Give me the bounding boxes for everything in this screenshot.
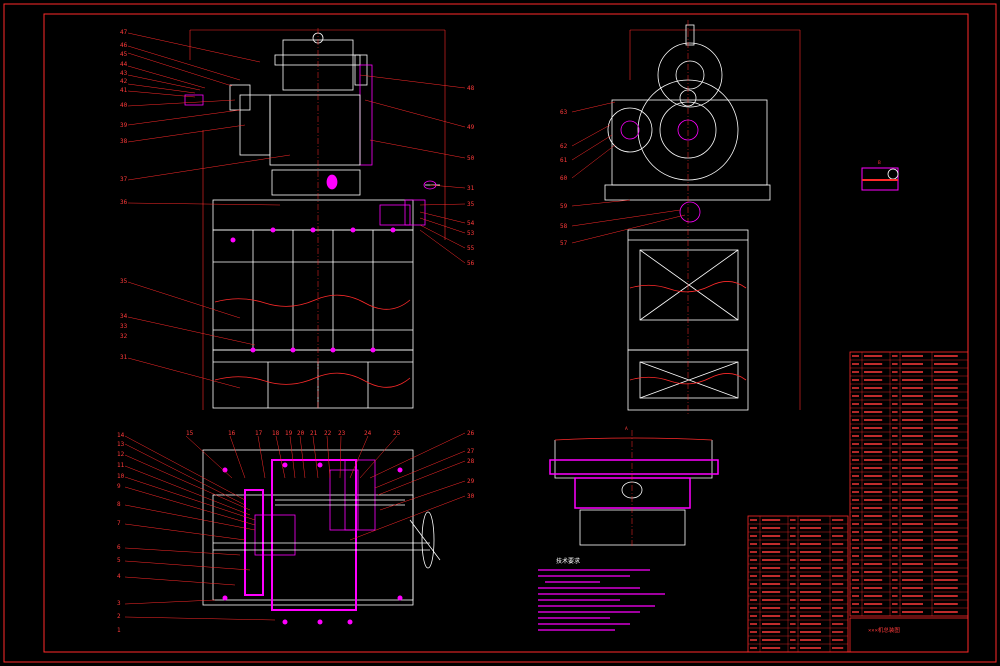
callout: 32: [120, 333, 128, 340]
callout: 2: [117, 613, 121, 620]
callout: 18: [272, 430, 280, 437]
callout: 24: [364, 430, 372, 437]
tech-requirements: 技术要求: [538, 557, 665, 631]
callout: 7: [117, 520, 121, 527]
plan-view: [202, 449, 441, 611]
plan-callouts-right: 26 27 28 29 30: [467, 430, 475, 500]
callout: 17: [255, 430, 263, 437]
front-bolts: [230, 227, 396, 353]
callout: 50: [467, 155, 475, 162]
callout: 44: [120, 61, 128, 68]
detail-label: A: [625, 426, 628, 432]
callout: 22: [324, 430, 332, 437]
detail-label: B: [878, 160, 881, 166]
detail-b: B: [861, 160, 899, 191]
callout: 36: [120, 199, 128, 206]
callout: 29: [467, 478, 475, 485]
front-callouts-right: 48 49 50 31 35 54 53 55 56: [467, 85, 475, 267]
callout: 40: [120, 102, 128, 109]
plan-callouts-top: 15 16 17 18 19 20 21 22 23 24 25: [186, 430, 401, 437]
callout: 5: [117, 557, 121, 564]
plan-bolts: [222, 462, 403, 625]
callout: 31: [120, 354, 128, 361]
callout: 38: [120, 138, 128, 145]
callout: 14: [117, 432, 125, 439]
callout: 49: [467, 124, 475, 131]
callout: 9: [117, 483, 121, 490]
callout: 19: [285, 430, 293, 437]
callout: 30: [467, 493, 475, 500]
callout: 61: [560, 157, 568, 164]
callout: 57: [560, 240, 568, 247]
detail-a: A: [549, 426, 719, 548]
callout: 16: [228, 430, 236, 437]
side-leaders: [571, 101, 686, 244]
callout: 42: [120, 78, 128, 85]
tech-req-lines: [538, 569, 665, 631]
plan-leaders: [124, 432, 466, 621]
front-callouts-left: 47 46 45 44 43 42 41 40 39 38 37 36 35 3…: [120, 29, 128, 361]
callout: 23: [338, 430, 346, 437]
callout: 26: [467, 430, 475, 437]
callout: 63: [560, 109, 568, 116]
inner-frame: [43, 13, 969, 653]
front-view: [184, 28, 446, 410]
callout: 46: [120, 42, 128, 49]
callout: 59: [560, 203, 568, 210]
front-leaders-left: [127, 32, 291, 389]
title-block: ×××机总装图: [849, 617, 969, 653]
side-callouts: 63 62 61 60 59 58 57: [560, 109, 568, 247]
callout: 60: [560, 175, 568, 182]
callout: 31: [467, 185, 475, 192]
callout: 41: [120, 87, 128, 94]
callout: 10: [117, 473, 125, 480]
callout: 6: [117, 544, 121, 551]
callout: 12: [117, 451, 125, 458]
callout: 48: [467, 85, 475, 92]
callout: 45: [120, 51, 128, 58]
tech-req-title: 技术要求: [556, 557, 580, 565]
callout: 43: [120, 70, 128, 77]
bom-table-lower: [747, 515, 849, 653]
side-view: [604, 20, 801, 415]
callout: 35: [120, 278, 128, 285]
drawing-title: ×××机总装图: [868, 626, 900, 634]
callout: 4: [117, 573, 121, 580]
callout: 62: [560, 143, 568, 150]
callout: 58: [560, 223, 568, 230]
callout: 20: [297, 430, 305, 437]
callout: 47: [120, 29, 128, 36]
callout: 34: [120, 313, 128, 320]
callout: 21: [310, 430, 318, 437]
callout: 53: [467, 230, 475, 237]
callout: 13: [117, 441, 125, 448]
bom-frame: [849, 351, 969, 617]
callout: 39: [120, 122, 128, 129]
callout: 54: [467, 220, 475, 227]
callout: 56: [467, 260, 475, 267]
callout: 11: [117, 462, 125, 469]
bom-table-upper: [849, 351, 969, 617]
callout: 3: [117, 600, 121, 607]
callout: 1: [117, 627, 121, 634]
callout: 33: [120, 323, 128, 330]
callout: 25: [393, 430, 401, 437]
outer-border: [3, 3, 997, 663]
callout: 55: [467, 245, 475, 252]
callout: 15: [186, 430, 194, 437]
callout: 37: [120, 176, 128, 183]
callout: 8: [117, 501, 121, 508]
callout: 35: [467, 201, 475, 208]
callout: 27: [467, 448, 475, 455]
plan-callouts-left: 14 13 12 11 10 9 8 7 6 5 4 3 2 1: [117, 432, 125, 634]
front-leaders-right: [359, 74, 466, 264]
callout: 28: [467, 458, 475, 465]
